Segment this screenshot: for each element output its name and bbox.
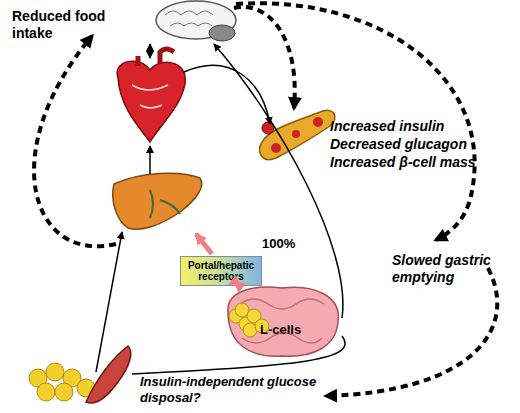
effect-label: Slowed gastric emptying (392, 252, 504, 286)
liver-shape (113, 173, 202, 229)
fat-cell (37, 383, 55, 401)
pathway-line (96, 232, 122, 372)
effect-label: Insulin-independent glucose disposal? (140, 374, 330, 405)
fat-cell (46, 363, 64, 381)
pathway-line (149, 44, 151, 58)
heart-vessels (138, 49, 174, 66)
pancreas-shape (260, 110, 335, 159)
portal-arrow (196, 234, 212, 254)
neural-dashed-arrow (326, 268, 497, 396)
pancreas-drawing (260, 110, 335, 159)
brain-folds (165, 11, 213, 26)
receptor-box: Portal/hepatic receptors (180, 256, 262, 286)
heart-shape (117, 61, 185, 142)
effect-label: Increased β-cell mass (330, 154, 510, 171)
brain-drawing (156, 1, 236, 41)
intestine-node: L-cells (222, 282, 344, 360)
islet (292, 130, 300, 138)
islet (271, 143, 281, 153)
pathway-line (184, 65, 270, 124)
node-text: Portal/hepatic receptors (181, 260, 261, 282)
effect-label: Reduced food intake (12, 8, 112, 42)
percent-label: 100% (262, 236, 312, 252)
muscle-drawing (86, 346, 131, 403)
neural-dashed-arrow (34, 36, 116, 246)
node-text: L-cells (260, 322, 301, 337)
cerebellum (209, 25, 235, 41)
intestine-coils (240, 299, 324, 343)
effect-label: Increased insulin (330, 118, 510, 135)
islet (313, 117, 323, 127)
intestine-drawing (222, 282, 344, 360)
fat-drawing (29, 363, 95, 401)
pathway-line (149, 146, 151, 174)
effect-label: Decreased glucagon (330, 136, 510, 153)
fat-cell (55, 383, 73, 401)
intestine-shape (228, 287, 338, 356)
liver-vessels (150, 190, 180, 218)
heart-drawing (117, 49, 185, 142)
liver-drawing (113, 173, 202, 229)
heart-detail (132, 85, 168, 108)
neural-dashed-arrow (234, 7, 295, 108)
